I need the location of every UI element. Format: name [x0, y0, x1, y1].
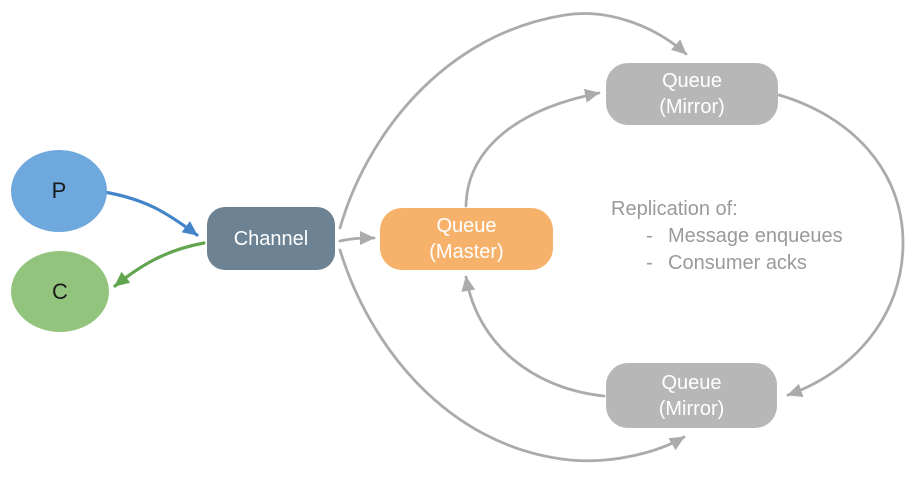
replication-note-item: - Message enqueues [646, 223, 901, 250]
node-queue-mirror-bottom: Queue (Mirror) [606, 363, 777, 428]
node-queue-master: Queue (Master) [380, 208, 553, 270]
queue-master-label-line2: (Master) [429, 241, 504, 263]
queue-mirror-top-label-line2: (Mirror) [659, 96, 725, 118]
edge-channel-to-consumer [113, 241, 206, 288]
channel-label: Channel [233, 227, 309, 250]
producer-label: P [51, 178, 67, 203]
edge-channel-to-mirror-bottom [338, 248, 686, 463]
replication-note-title: Replication of: [611, 198, 738, 220]
queue-mirror-bottom-label-line1: Queue [661, 371, 722, 394]
edge-mirror-bottom-to-master [461, 275, 606, 398]
queue-mirror-top-label-line1: Queue [661, 70, 723, 92]
node-queue-mirror-top: Queue (Mirror) [606, 63, 778, 125]
bullet-dash: - [646, 225, 653, 247]
edge-producer-to-channel [102, 190, 199, 237]
queue-master-label-line1: Queue [436, 215, 497, 237]
replication-note-item-text: Message enqueues [668, 225, 843, 247]
node-consumer: C [11, 251, 109, 332]
node-producer: P [11, 150, 107, 232]
bullet-dash: - [646, 252, 653, 274]
replication-note-item-text: Consumer acks [668, 252, 807, 274]
edge-mirror-top-to-mirror-bottom [777, 93, 905, 397]
queue-mirror-bottom-label-line2: (Mirror) [658, 397, 725, 420]
edge-channel-to-mirror-top [338, 12, 688, 230]
replication-note-item: - Consumer acks [646, 250, 901, 277]
replication-note: Replication of: - Message enqueues - Con… [611, 196, 901, 277]
node-channel: Channel [207, 207, 335, 270]
consumer-label: C [52, 278, 68, 304]
edge-master-to-mirror-top [464, 88, 601, 208]
edge-channel-to-master [338, 231, 376, 246]
